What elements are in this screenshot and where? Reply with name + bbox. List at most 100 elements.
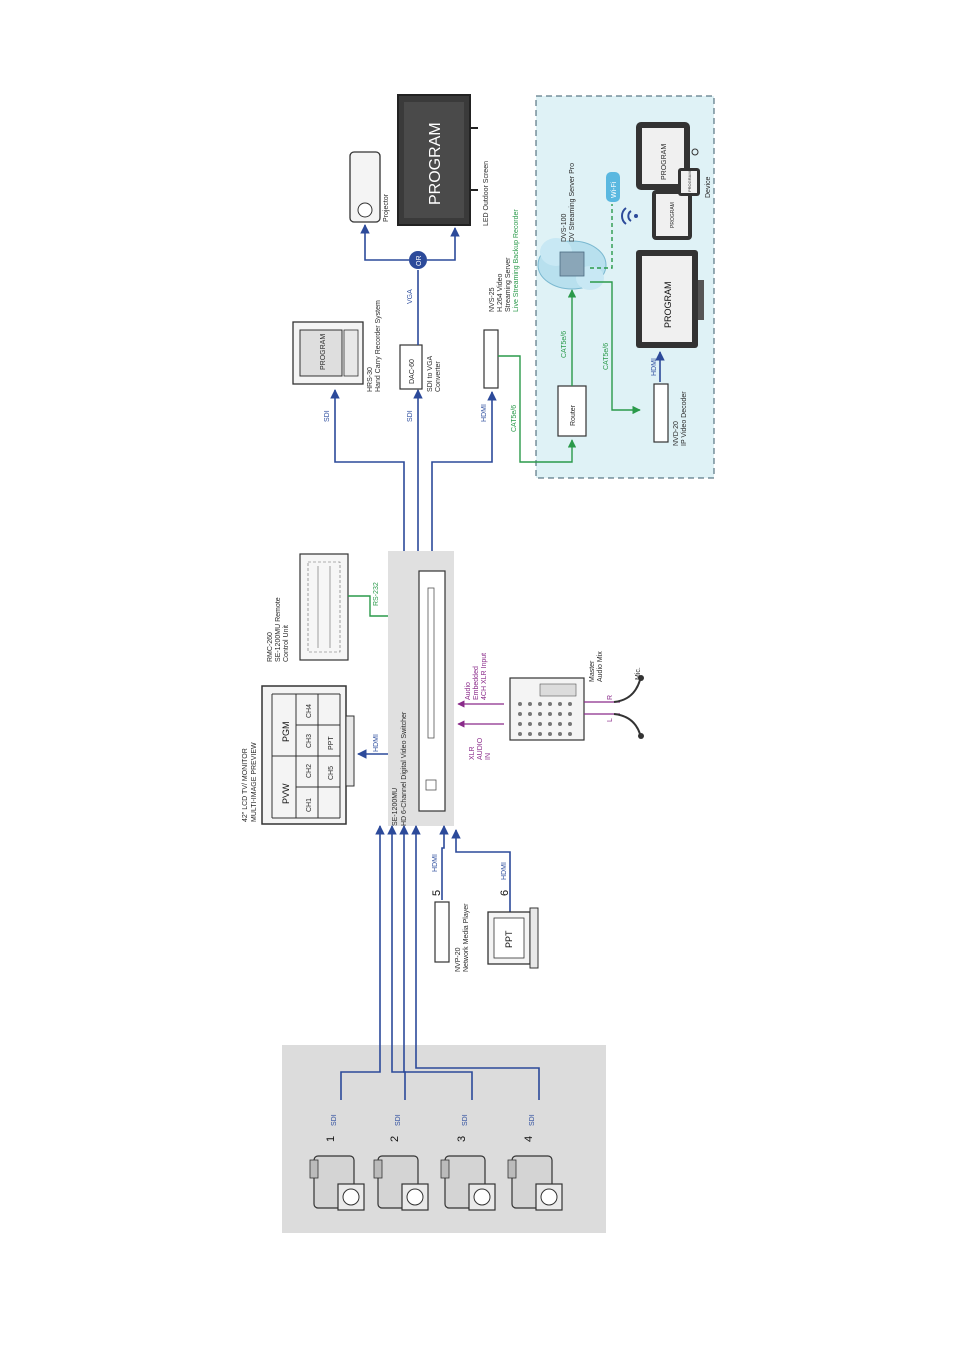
- monitor-title: 42" LCD TV/ MONITOR: [242, 748, 249, 822]
- mic-label: Mic.: [635, 667, 642, 680]
- device-label: Device: [705, 176, 712, 198]
- nvd-model: NVD-20: [673, 421, 680, 446]
- monitor-cell-pgm: PGM: [281, 721, 291, 742]
- cat-router-dvs-label: CAT5e/6: [561, 331, 568, 358]
- ppt-label: PPT: [504, 930, 514, 948]
- audio-emb1: Audio: [465, 682, 472, 700]
- sdi-cam4-line: [411, 825, 540, 1100]
- remote-desc2: Control Unit: [283, 625, 290, 662]
- sdi-dac-label: SDI: [407, 410, 414, 422]
- led-label: LED Outdoor Screen: [483, 161, 490, 226]
- switcher-desc: HD 6-Channel Digital Video Switcher: [401, 711, 408, 826]
- camera-3-number: 3: [456, 1136, 468, 1142]
- nvd-decoder: [653, 383, 669, 443]
- sdi-cam3-label: SDI: [462, 1114, 469, 1126]
- audio-emb2: Embedded: [473, 666, 480, 700]
- mixer-label2: Audio Mix: [597, 651, 604, 682]
- sdi-cam3-line: [399, 825, 473, 1100]
- hdmi-monitor-label: HDMI: [373, 734, 380, 752]
- mobile-devices: [636, 122, 700, 240]
- audio-emb3: 4CH XLR Input: [481, 653, 488, 700]
- hrs-screen-label: PROGRAM: [320, 334, 327, 370]
- cat-nvs-router-line: [498, 355, 577, 463]
- hdmi-ppt-label: HDMI: [501, 862, 508, 880]
- monitor-cell-ch5: CH5: [328, 766, 335, 780]
- nvs-desc3: Live Streaming Backup Recorder: [513, 209, 520, 312]
- sdi-cam1-line: [340, 825, 385, 1100]
- cat-nvs-router-label: CAT5e/6: [511, 405, 518, 432]
- led-screen-device: [397, 94, 478, 226]
- wifi-dashed-line: [590, 204, 613, 269]
- dac-desc2: Converter: [435, 361, 442, 392]
- microphones-icon: [613, 675, 644, 739]
- remote-model: RMC-260: [267, 632, 274, 662]
- hdmi-nvd-label: HDMI: [651, 358, 658, 376]
- sdi-cam2-label: SDI: [395, 1114, 402, 1126]
- dvs-desc: DV Streaming Server Pro: [569, 163, 576, 242]
- device-screen1: PROGRAM: [661, 144, 668, 180]
- or-led-line: [427, 227, 460, 261]
- dvs-model: DVS-100: [561, 213, 568, 242]
- monitor-cell-pvw: PVW: [281, 783, 291, 804]
- hdmi-nvp-line: [439, 825, 449, 900]
- monitor-device: [261, 685, 355, 825]
- audio-xlr1: XLR: [469, 746, 476, 760]
- sdi-hrs-line: [330, 389, 405, 551]
- hrs-desc: Hand Carry Recorder System: [375, 300, 382, 392]
- mic-right-label: R: [607, 695, 614, 700]
- switcher-unit: [418, 570, 446, 812]
- ppt-laptop: [487, 907, 539, 969]
- camera-4-icon: [507, 1155, 563, 1211]
- camera-4-number: 4: [523, 1136, 535, 1142]
- hrs-recorder: [292, 321, 364, 385]
- ppt-number: 6: [499, 890, 511, 896]
- audio-xlr3: IN: [485, 753, 492, 760]
- camera-1-icon: [309, 1155, 365, 1211]
- mixer-label1: Master: [589, 660, 596, 682]
- monitor-cell-ch1: CH1: [306, 798, 313, 812]
- sdi-cam2-line: [387, 825, 406, 1100]
- monitor-subtitle: MULTI-IMAGE PREVIEW: [251, 742, 258, 822]
- camera-2-number: 2: [389, 1136, 401, 1142]
- rs232-line: [348, 595, 388, 617]
- dvs-cloud-server: [537, 238, 607, 290]
- router-label: Router: [570, 404, 577, 426]
- camera-1-number: 1: [325, 1136, 337, 1142]
- vga-label: VGA: [407, 289, 414, 304]
- camera-3-icon: [440, 1155, 496, 1211]
- nvs-desc1: H.264 Video: [497, 273, 504, 312]
- or-badge: [409, 251, 427, 269]
- nvs-model: NVS-25: [489, 287, 496, 312]
- monitor-cell-ch2: CH2: [306, 764, 313, 778]
- or-badge-label: OR: [416, 256, 423, 267]
- nvp-desc: Network Media Player: [463, 903, 470, 972]
- wifi-label: Wi-Fi: [611, 181, 618, 198]
- sdi-cam1-label: SDI: [331, 1114, 338, 1126]
- device-screen2: PROGRAM: [670, 202, 676, 228]
- wifi-badge: [606, 172, 620, 202]
- wifi-signal-icon: [621, 207, 638, 225]
- mic-left-label: L: [607, 718, 614, 722]
- decoder-display-label: PROGRAM: [663, 281, 673, 328]
- monitor-cell-ch3: CH3: [306, 734, 313, 748]
- hdmi-ppt-line: [451, 829, 511, 912]
- dac-model: DAC-60: [409, 359, 416, 384]
- dac-converter: [399, 344, 423, 390]
- camera-2-icon: [373, 1155, 429, 1211]
- switcher-model: SE-1200MU: [392, 788, 399, 826]
- sdi-hrs-label: SDI: [324, 410, 331, 422]
- nvd-desc: IP Video Decoder: [681, 391, 688, 446]
- audio-mixer: [509, 677, 585, 741]
- monitor-cell-ppt: PPT: [328, 736, 335, 750]
- hdmi-nvp-label: HDMI: [432, 854, 439, 872]
- dac-desc1: SDI to VGA: [427, 355, 434, 392]
- remote-control-unit: [299, 553, 349, 661]
- audio-xlr2: AUDIO: [477, 737, 484, 760]
- router-device: [557, 385, 587, 437]
- hdmi-nvs-line: [431, 391, 497, 551]
- nvp-number: 5: [431, 890, 443, 896]
- projector-device: [349, 151, 381, 223]
- nvp-model: NVP-20: [455, 947, 462, 972]
- cat-dvs-nvd-label: CAT5e/6: [603, 343, 610, 370]
